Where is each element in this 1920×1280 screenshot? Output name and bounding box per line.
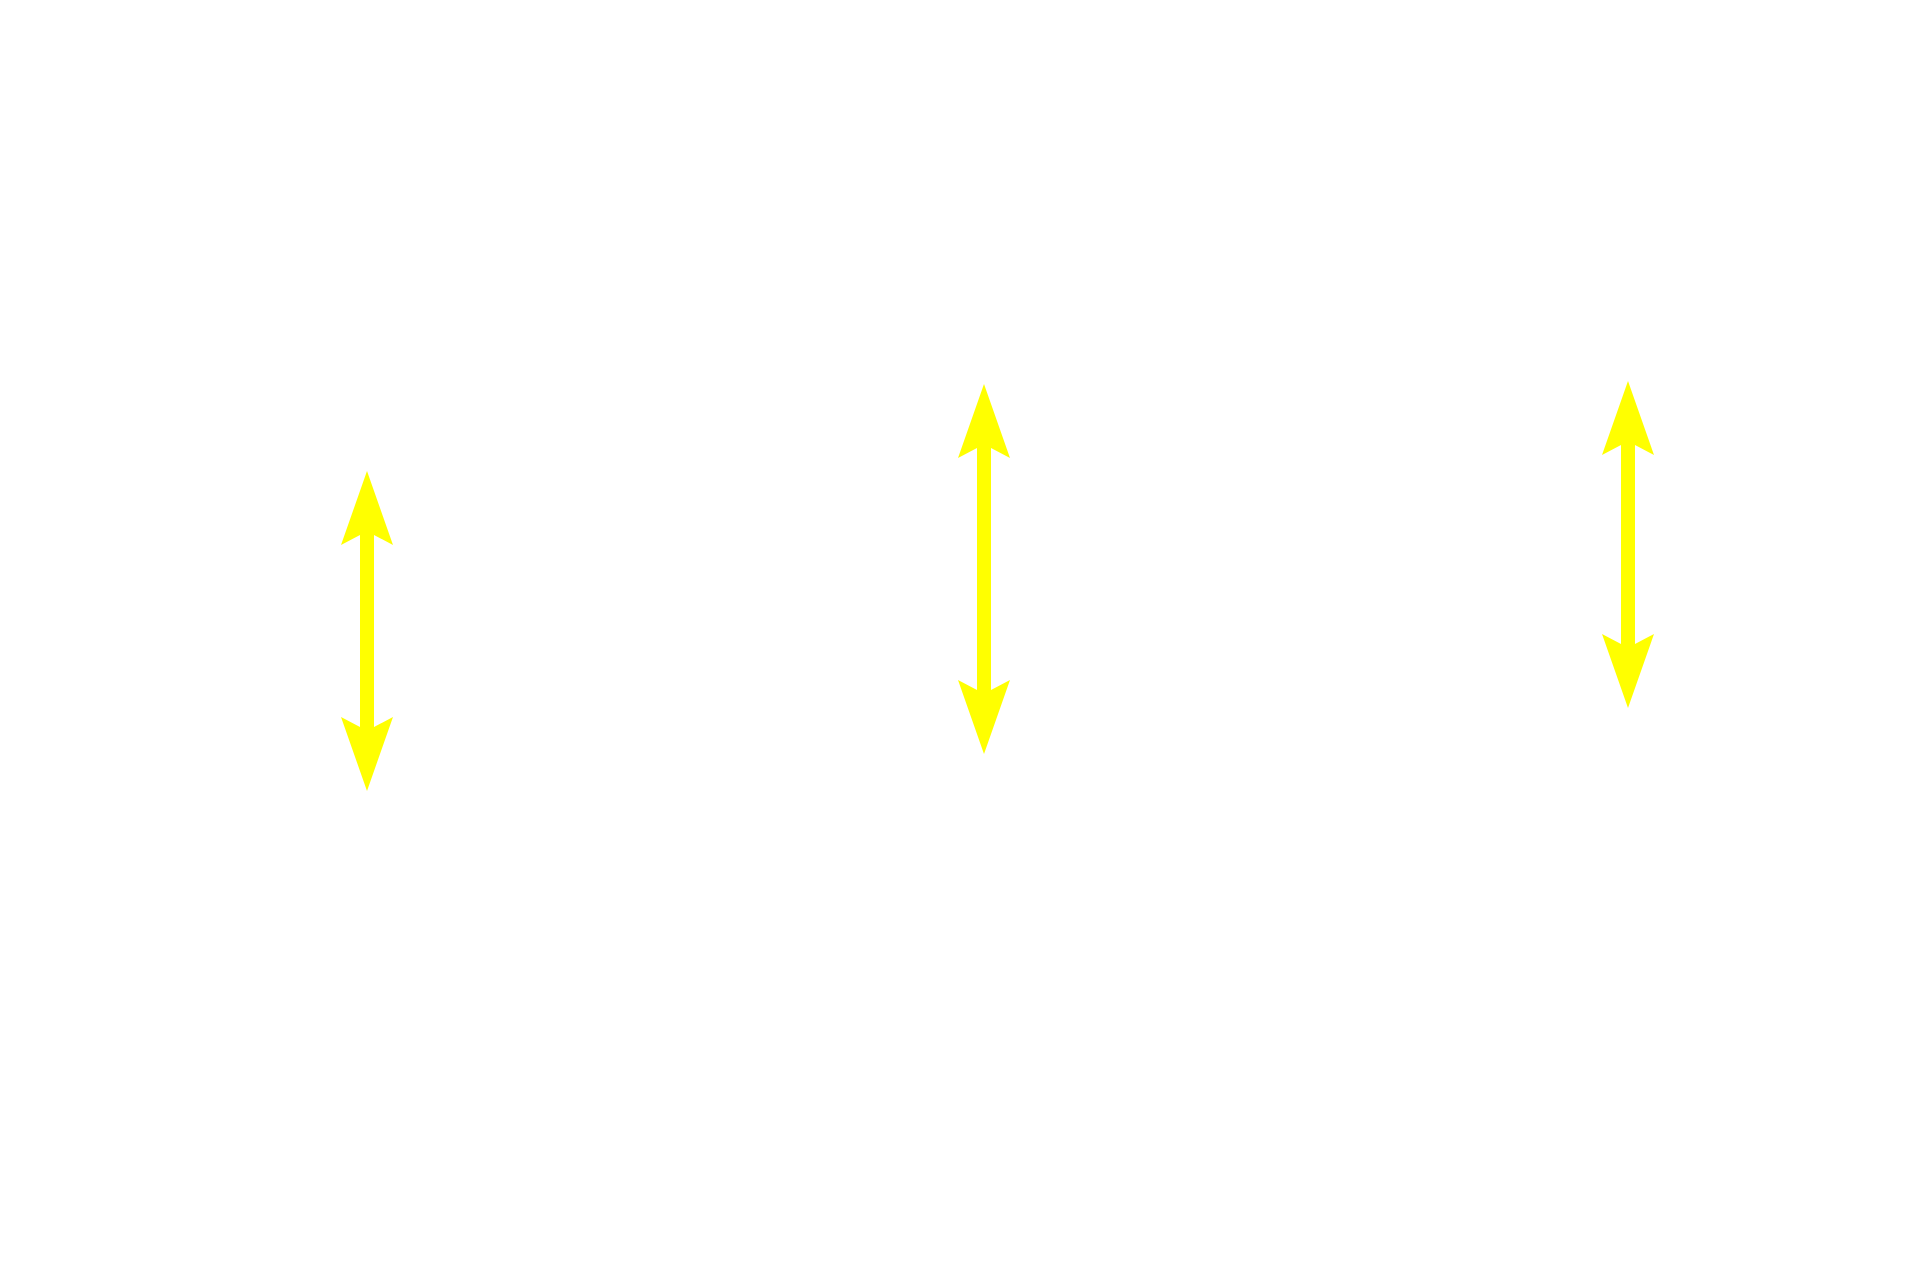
double-arrow-middle bbox=[958, 384, 1010, 754]
double-arrow-shape bbox=[341, 471, 393, 791]
double-arrow-shape bbox=[1602, 381, 1654, 708]
arrows-layer bbox=[341, 381, 1654, 791]
double-arrow-shape bbox=[958, 384, 1010, 754]
double-arrow-left bbox=[341, 471, 393, 791]
double-arrow-right bbox=[1602, 381, 1654, 708]
